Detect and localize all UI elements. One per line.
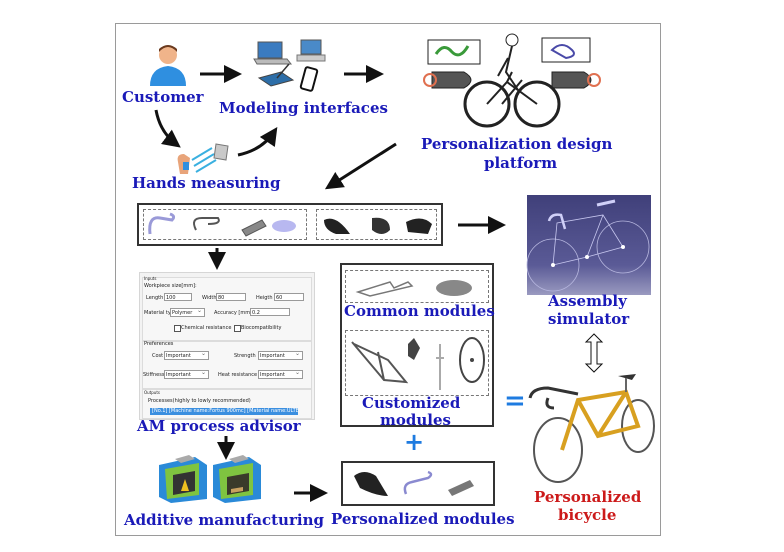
strength-label: Strength: [234, 353, 256, 359]
workpiece-label: Workpiece size[mm]:: [144, 283, 197, 289]
saddle-group: [316, 209, 437, 240]
personalized-bicycle-image: [528, 374, 655, 483]
height-input[interactable]: 60: [274, 293, 304, 301]
customized-modules-icons: [351, 337, 485, 390]
additive-manufacturing-label: Additive manufacturing: [124, 511, 324, 529]
am-process-advisor-label: AM process advisor: [137, 417, 301, 435]
biocompatibility-checkbox[interactable]: [234, 325, 241, 332]
3d-printer-icons: [159, 455, 261, 503]
width-input[interactable]: 80: [216, 293, 246, 301]
preferences-title: Preferences: [144, 341, 174, 347]
material-type-select[interactable]: Polymer: [170, 307, 205, 317]
biocompatibility-label: Biocompatibility: [241, 325, 282, 331]
equals-operator: =: [504, 386, 526, 416]
customized-modules-label-line2: modules: [380, 411, 451, 429]
plus-operator: +: [404, 428, 425, 456]
personalized-modules-label: Personalized modules: [331, 510, 515, 528]
personalized-bicycle-label-line2: bicycle: [558, 506, 617, 524]
processes-label: Processes(highly to lowly recommended): [148, 398, 251, 404]
process-result-row[interactable]: [No.1] [Machine name:Fortus 900mc] [Mate…: [150, 408, 298, 415]
design-platform-label-line1: Personalization design: [421, 135, 613, 153]
customer-icon: [150, 45, 186, 86]
design-platform-label-line2: platform: [484, 154, 558, 172]
height-label: Heigth: [256, 295, 273, 301]
width-label: Width: [202, 295, 217, 301]
chemical-resistance-checkbox[interactable]: [174, 325, 181, 332]
accuracy-label: Accuracy [mm]: [214, 310, 253, 316]
arrow-hands-to-modeling: [237, 127, 278, 157]
cost-label: Cost: [152, 353, 164, 359]
material-type-label: Material type: [144, 310, 178, 316]
length-input[interactable]: 100: [164, 293, 192, 301]
outputs-title: Outputs: [144, 390, 160, 395]
assembly-simulator-view: [527, 195, 651, 295]
accuracy-input[interactable]: 0.2: [250, 308, 290, 316]
customized-modules-label-line1: Customized: [362, 394, 461, 412]
design-platform-illustration: [423, 33, 601, 128]
inputs-title: Inputs: [144, 276, 157, 281]
assembly-simulator-label-line2: simulator: [548, 310, 630, 328]
handlebar-group: [143, 209, 307, 240]
cost-select[interactable]: Important: [164, 350, 209, 360]
arrow-platform-to-parts: [324, 142, 397, 190]
strength-select[interactable]: Important: [258, 350, 303, 360]
chemical-resistance-label: Chemical resistance: [181, 325, 232, 331]
personalized-bicycle-label-line1: Personalized: [534, 488, 642, 506]
stiffness-select[interactable]: Important: [164, 369, 209, 379]
length-label: Length: [146, 295, 164, 301]
assembly-simulator-label-line1: Assembly: [548, 292, 627, 310]
hands-measuring-icon: [177, 143, 229, 174]
common-modules-icons: [355, 280, 472, 297]
heat-resistance-select[interactable]: Important: [258, 369, 303, 379]
modeling-interfaces-label: Modeling interfaces: [219, 99, 388, 117]
parts-icons: [148, 212, 432, 237]
preferences-group: [142, 341, 312, 389]
personalized-modules-icons: [354, 470, 474, 496]
stiffness-label: Stiffness: [143, 372, 165, 378]
common-modules-label: Common modules: [344, 302, 495, 320]
customized-modules-group: [345, 330, 489, 396]
am-process-advisor-dialog: Inputs Workpiece size[mm]: Length 100 Wi…: [139, 272, 315, 420]
wireframe-bicycle-icon: [526, 199, 650, 292]
double-arrow-simulator-bicycle: [584, 333, 604, 373]
heat-resistance-label: Heat resistance: [218, 372, 258, 378]
common-modules-group: [345, 270, 489, 303]
arrow-customer-to-hands: [154, 109, 181, 148]
hands-measuring-label: Hands measuring: [132, 174, 281, 192]
customer-label: Customer: [122, 88, 204, 106]
devices-icon: [253, 39, 326, 92]
